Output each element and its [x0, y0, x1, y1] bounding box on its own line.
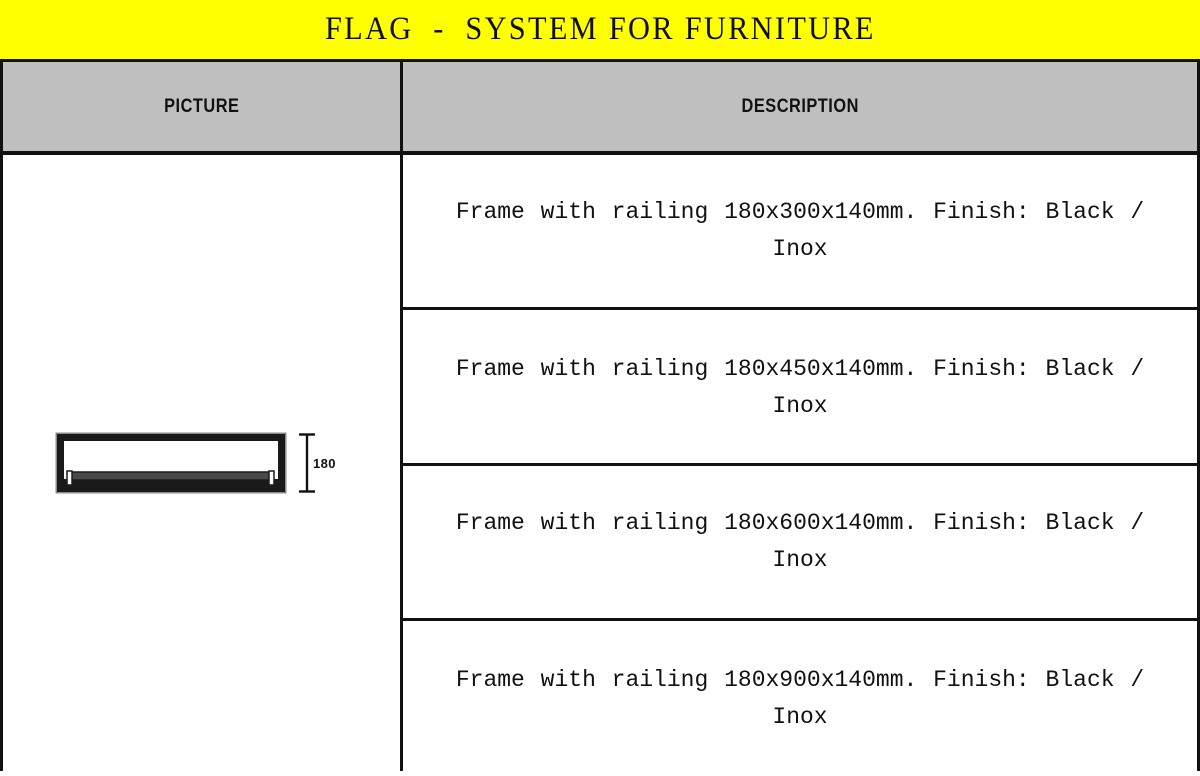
- page-title: FLAG - SYSTEM FOR FURNITURE: [324, 11, 876, 47]
- column-header-picture: PICTURE: [3, 62, 400, 151]
- spec-table: PICTURE DESCRIPTION: [0, 62, 1200, 771]
- table-row: Frame with railing 180x300x140mm. Finish…: [403, 155, 1197, 307]
- description-text: Frame with railing 180x900x140mm. Finish…: [455, 666, 1145, 730]
- frame-outline: [55, 432, 287, 494]
- railing-bar: [68, 471, 273, 481]
- description-text: Frame with railing 180x450x140mm. Finish…: [455, 355, 1145, 419]
- description-column: Frame with railing 180x300x140mm. Finish…: [403, 155, 1197, 771]
- table-row: Frame with railing 180x450x140mm. Finish…: [403, 310, 1197, 465]
- row-divider: [403, 463, 1197, 466]
- frame-with-railing-drawing: 180: [55, 416, 345, 531]
- table-header-row: PICTURE DESCRIPTION: [3, 62, 1197, 155]
- description-text: Frame with railing 180x600x140mm. Finish…: [455, 510, 1145, 573]
- table-row: Frame with railing 180x600x140mm. Finish…: [403, 466, 1197, 618]
- railing-support-right: [268, 470, 275, 486]
- column-header-picture-label: PICTURE: [163, 95, 240, 117]
- column-header-description: DESCRIPTION: [403, 62, 1197, 151]
- column-header-description-label: DESCRIPTION: [741, 95, 859, 117]
- row-divider: [403, 618, 1197, 621]
- dimension-label-180: 180: [313, 456, 336, 471]
- picture-cell: 180: [3, 155, 400, 771]
- column-divider: [400, 62, 403, 771]
- description-text: Frame with railing 180x300x140mm. Finish…: [455, 199, 1145, 262]
- title-banner: FLAG - SYSTEM FOR FURNITURE: [0, 0, 1200, 62]
- frame-with-railing-svg: [55, 432, 315, 494]
- table-row: Frame with railing 180x900x140mm. Finish…: [403, 621, 1197, 776]
- row-divider: [403, 307, 1197, 310]
- railing-support-left: [66, 470, 73, 486]
